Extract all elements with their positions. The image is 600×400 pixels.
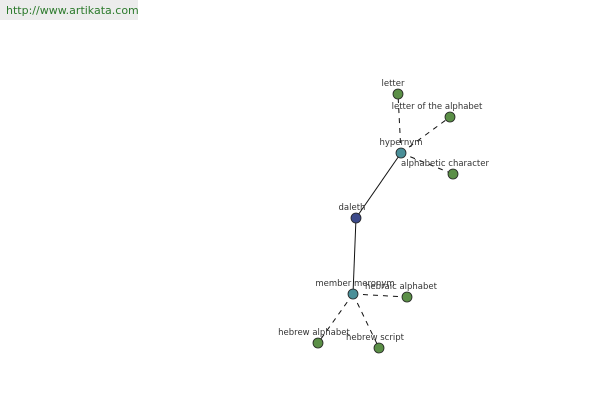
graph-nodes: daleth hypernym member meronym letter letter… xyxy=(278,79,489,354)
node-hebrew-alphabet[interactable] xyxy=(312,337,324,349)
node-alphabetic-character[interactable] xyxy=(447,168,459,180)
node-hebrew-script[interactable] xyxy=(373,342,385,354)
node-letter-of-the-alphabet[interactable] xyxy=(444,111,456,123)
node-label-daleth[interactable]: daleth xyxy=(339,203,366,213)
node-label-letter[interactable]: letter xyxy=(382,79,405,89)
node-label-hebrew-alphabet[interactable]: hebrew alphabet xyxy=(278,328,350,338)
node-label-letter-of-the-alphabet[interactable]: letter of the alphabet xyxy=(392,102,483,112)
node-hypernym[interactable] xyxy=(395,147,407,159)
node-label-hebraic-alphabet[interactable]: hebraic alphabet xyxy=(365,282,438,292)
graph-edges xyxy=(317,93,454,349)
node-hebraic-alphabet[interactable] xyxy=(401,291,413,303)
node-label-alphabetic-character[interactable]: alphabetic character xyxy=(401,159,489,169)
edge-hypernym-to-letter-of-the-alphabet xyxy=(400,116,451,154)
node-label-hypernym[interactable]: hypernym xyxy=(379,138,422,148)
edge-daleth-to-hypernym xyxy=(355,152,402,219)
node-letter[interactable] xyxy=(392,88,404,100)
edge-member-meronym-to-hebraic-alphabet xyxy=(352,293,408,298)
node-label-hebrew-script[interactable]: hebrew script xyxy=(346,333,405,343)
site-url-link[interactable]: http://www.artikata.com xyxy=(0,0,139,20)
node-label-member-meronym[interactable]: member meronym xyxy=(315,279,394,289)
node-member-meronym[interactable] xyxy=(347,288,359,300)
edge-daleth-to-member-meronym xyxy=(352,217,357,295)
edge-member-meronym-to-hebrew-alphabet xyxy=(317,293,354,344)
node-daleth[interactable] xyxy=(350,212,362,224)
